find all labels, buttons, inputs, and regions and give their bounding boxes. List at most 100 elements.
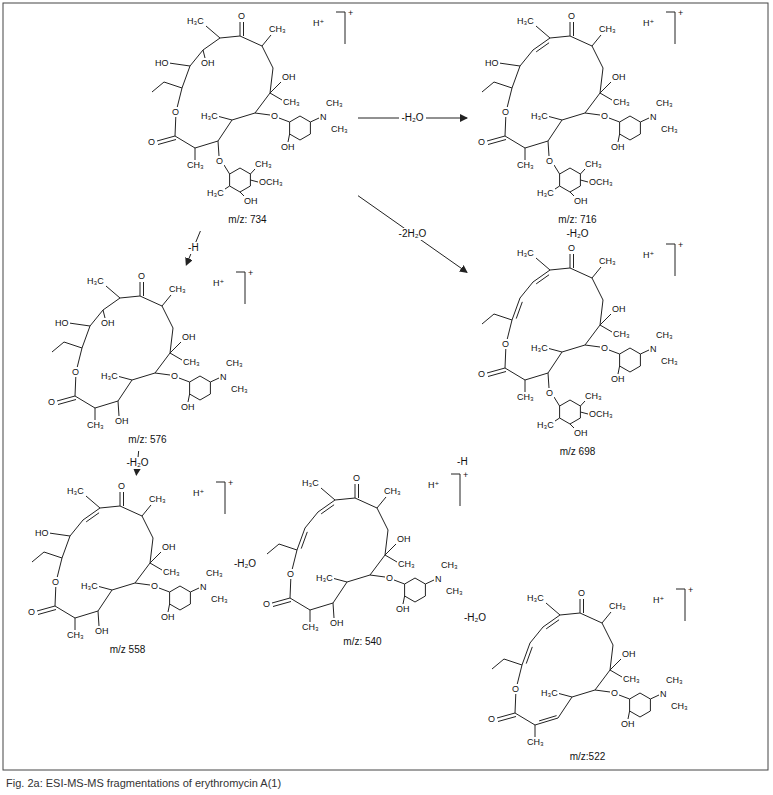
bond-line — [333, 582, 347, 603]
bond-line — [548, 352, 562, 373]
bond-line — [279, 544, 297, 550]
atom-label: H₃C — [200, 111, 219, 121]
bond-line — [562, 113, 585, 120]
bond-line — [305, 512, 318, 528]
sugar-ring — [190, 376, 211, 400]
atom-label: O — [567, 11, 576, 21]
atom-label: OH — [573, 196, 589, 206]
bond-line — [152, 82, 164, 92]
bond-line — [546, 603, 560, 615]
bond-line — [525, 148, 526, 160]
bond-line — [425, 580, 434, 584]
bond-line — [218, 120, 232, 141]
bond-line — [580, 169, 585, 174]
atom-label: H₃C — [206, 188, 225, 198]
bond-line — [182, 66, 190, 88]
bond-line — [158, 140, 176, 145]
atom-label: H₃C — [100, 371, 119, 381]
atom-label: CH₃ — [162, 567, 181, 577]
bond-line — [49, 533, 70, 536]
atom-label: OCH₃ — [258, 177, 284, 187]
atom-label: H₃C — [536, 420, 555, 430]
bond-line — [120, 492, 121, 506]
atom-label: OH — [100, 318, 116, 328]
bond-line — [321, 488, 335, 500]
atom-label: CH₃ — [210, 594, 229, 604]
bond-line — [628, 711, 630, 719]
bond-line — [512, 66, 520, 88]
bond-line — [103, 298, 120, 310]
atom-label: OH — [610, 142, 626, 152]
bond-line — [195, 141, 218, 148]
bond-line — [195, 148, 196, 160]
bond-line — [203, 38, 220, 50]
bond-line — [592, 46, 603, 68]
ion-bracket — [666, 244, 675, 276]
frame-border — [3, 3, 768, 770]
bond-line — [297, 528, 305, 550]
atom-label: CH₃ — [670, 701, 689, 711]
atom-label: CH₃ — [665, 675, 684, 685]
bond-line — [494, 314, 512, 320]
atom-label: CH₃ — [622, 674, 641, 684]
mass-label: m/z:522 — [480, 751, 695, 763]
bond-line — [562, 345, 585, 352]
bond-line — [38, 610, 56, 615]
atom-label: H⁺ — [642, 18, 655, 28]
bond-line — [333, 603, 334, 618]
bond-line — [482, 314, 494, 324]
bond-line — [95, 401, 118, 408]
atom-label: OH — [621, 649, 637, 659]
bond-line — [262, 46, 273, 68]
bond-line — [98, 611, 99, 626]
atom-label: + — [677, 240, 684, 250]
atom-label: CH₃ — [148, 494, 167, 504]
atom-label: O — [150, 581, 159, 591]
atom-label: O — [477, 369, 486, 379]
bond-line — [494, 82, 512, 88]
bond-line — [270, 81, 282, 93]
bond-line — [619, 695, 630, 699]
atom-label: H₃C — [526, 593, 545, 603]
atom-label: O — [270, 111, 279, 121]
bond-line — [240, 22, 241, 36]
bond-line — [600, 81, 612, 93]
bond-line — [58, 400, 76, 405]
atom-label: OH — [610, 374, 626, 384]
bond-line — [520, 50, 533, 66]
atom-label: + — [227, 478, 234, 488]
bond-line — [592, 278, 603, 300]
bond-line — [610, 658, 622, 670]
bond-line — [170, 353, 182, 360]
bond-line — [332, 578, 347, 582]
bond-line — [580, 412, 588, 414]
bond-line — [488, 140, 506, 145]
atom-label: N — [434, 574, 443, 584]
atom-label: CH₃ — [584, 159, 603, 169]
spectrum-ion-structure: m/z: 734 — [140, 8, 355, 228]
bond-line — [570, 22, 571, 36]
bond-line — [310, 603, 333, 610]
bond-line — [592, 35, 601, 46]
bond-line — [570, 268, 592, 278]
bond-line — [179, 378, 190, 382]
bond-line — [217, 116, 232, 120]
atom-label: O — [51, 577, 60, 587]
atom-label: H₃C — [530, 343, 549, 353]
atom-label: OH — [395, 604, 411, 614]
bond-line — [118, 380, 132, 401]
atom-label: + — [462, 470, 469, 480]
bond-line — [377, 497, 386, 508]
bond-line — [232, 113, 255, 120]
bond-line — [583, 599, 584, 613]
atom-label: CH₃ — [230, 384, 249, 394]
bond-line — [69, 323, 90, 326]
bond-line — [482, 82, 494, 92]
bond-line — [142, 505, 151, 516]
bond-line — [162, 295, 171, 306]
bond-line — [75, 611, 98, 618]
atom-label: CH₃ — [301, 622, 320, 632]
bond-line — [573, 22, 574, 36]
sugar-ring — [620, 116, 641, 140]
